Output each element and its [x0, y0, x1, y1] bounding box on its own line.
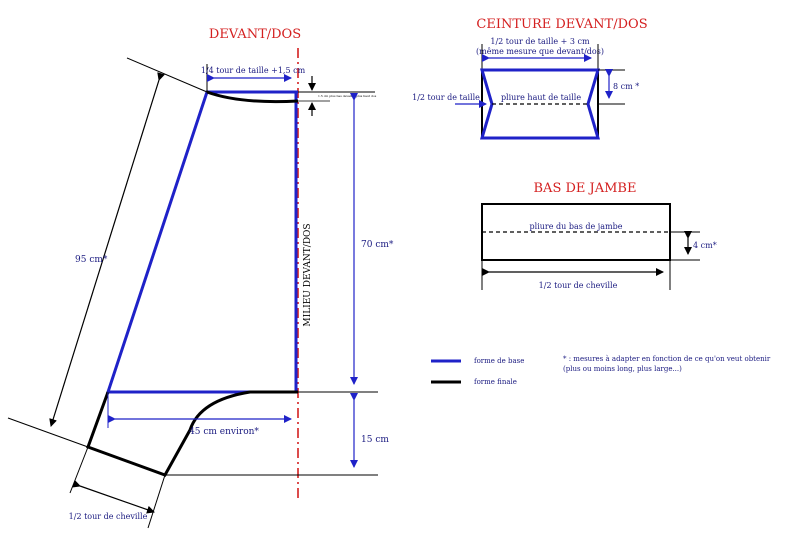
- diagonal-arrow: [49, 72, 165, 427]
- waistband-height-label: 8 cm *: [613, 82, 639, 91]
- legend-base-label: forme de base: [474, 357, 524, 365]
- title-leg-hem: BAS DE JAMBE: [534, 181, 637, 196]
- top-width-label: 1/4 tour de taille +1,5 cm: [201, 66, 306, 75]
- height-top-label: 70 cm*: [361, 240, 394, 250]
- legend-final-label: forme finale: [474, 378, 517, 386]
- final-crotch-curve: [86, 390, 298, 477]
- ankle-label: 1/2 tour de cheville: [69, 512, 148, 521]
- title-front-back: DEVANT/DOS: [209, 27, 301, 42]
- leg-hem-height-label: 4 cm*: [693, 241, 717, 250]
- ankle-ext-left: [69, 446, 89, 494]
- ankle-arrow: [72, 479, 155, 514]
- center-line-label: MILIEU DEVANT/DOS: [303, 223, 313, 326]
- height-bottom-label: 15 cm: [361, 435, 389, 445]
- final-waist-curve: [206, 90, 299, 104]
- base-form-outline: [105, 90, 298, 394]
- ankle-ext-right: [147, 474, 166, 529]
- waistband-width-label-2: (même mesure que devant/dos): [476, 47, 604, 56]
- title-waistband: CEINTURE DEVANT/DOS: [476, 17, 647, 32]
- waistband-fold-label: pliure haut de taille: [501, 93, 581, 102]
- crotch-label: 45 cm environ*: [189, 427, 259, 437]
- legend-note-line1: * : mesures à adapter en fonction de ce …: [563, 354, 771, 363]
- leg-hem-fold-label: pliure du bas de jambe: [530, 222, 623, 231]
- legend-note-line2: (plus ou moins long, plus large...): [563, 365, 682, 373]
- waistband-left-label: 1/2 tour de taille: [412, 93, 480, 102]
- diagonal-label: 95 cm*: [75, 255, 108, 265]
- waistband-width-label-1: 1/2 tour de taille + 3 cm: [490, 37, 590, 46]
- waist-drop-note: 1.5 cm plus bas devant / plus haut dos: [318, 94, 377, 98]
- diagonal-ext-bottom: [7, 417, 89, 448]
- leg-hem-width-label: 1/2 tour de cheville: [539, 281, 618, 290]
- diagonal-ext-top: [126, 57, 208, 93]
